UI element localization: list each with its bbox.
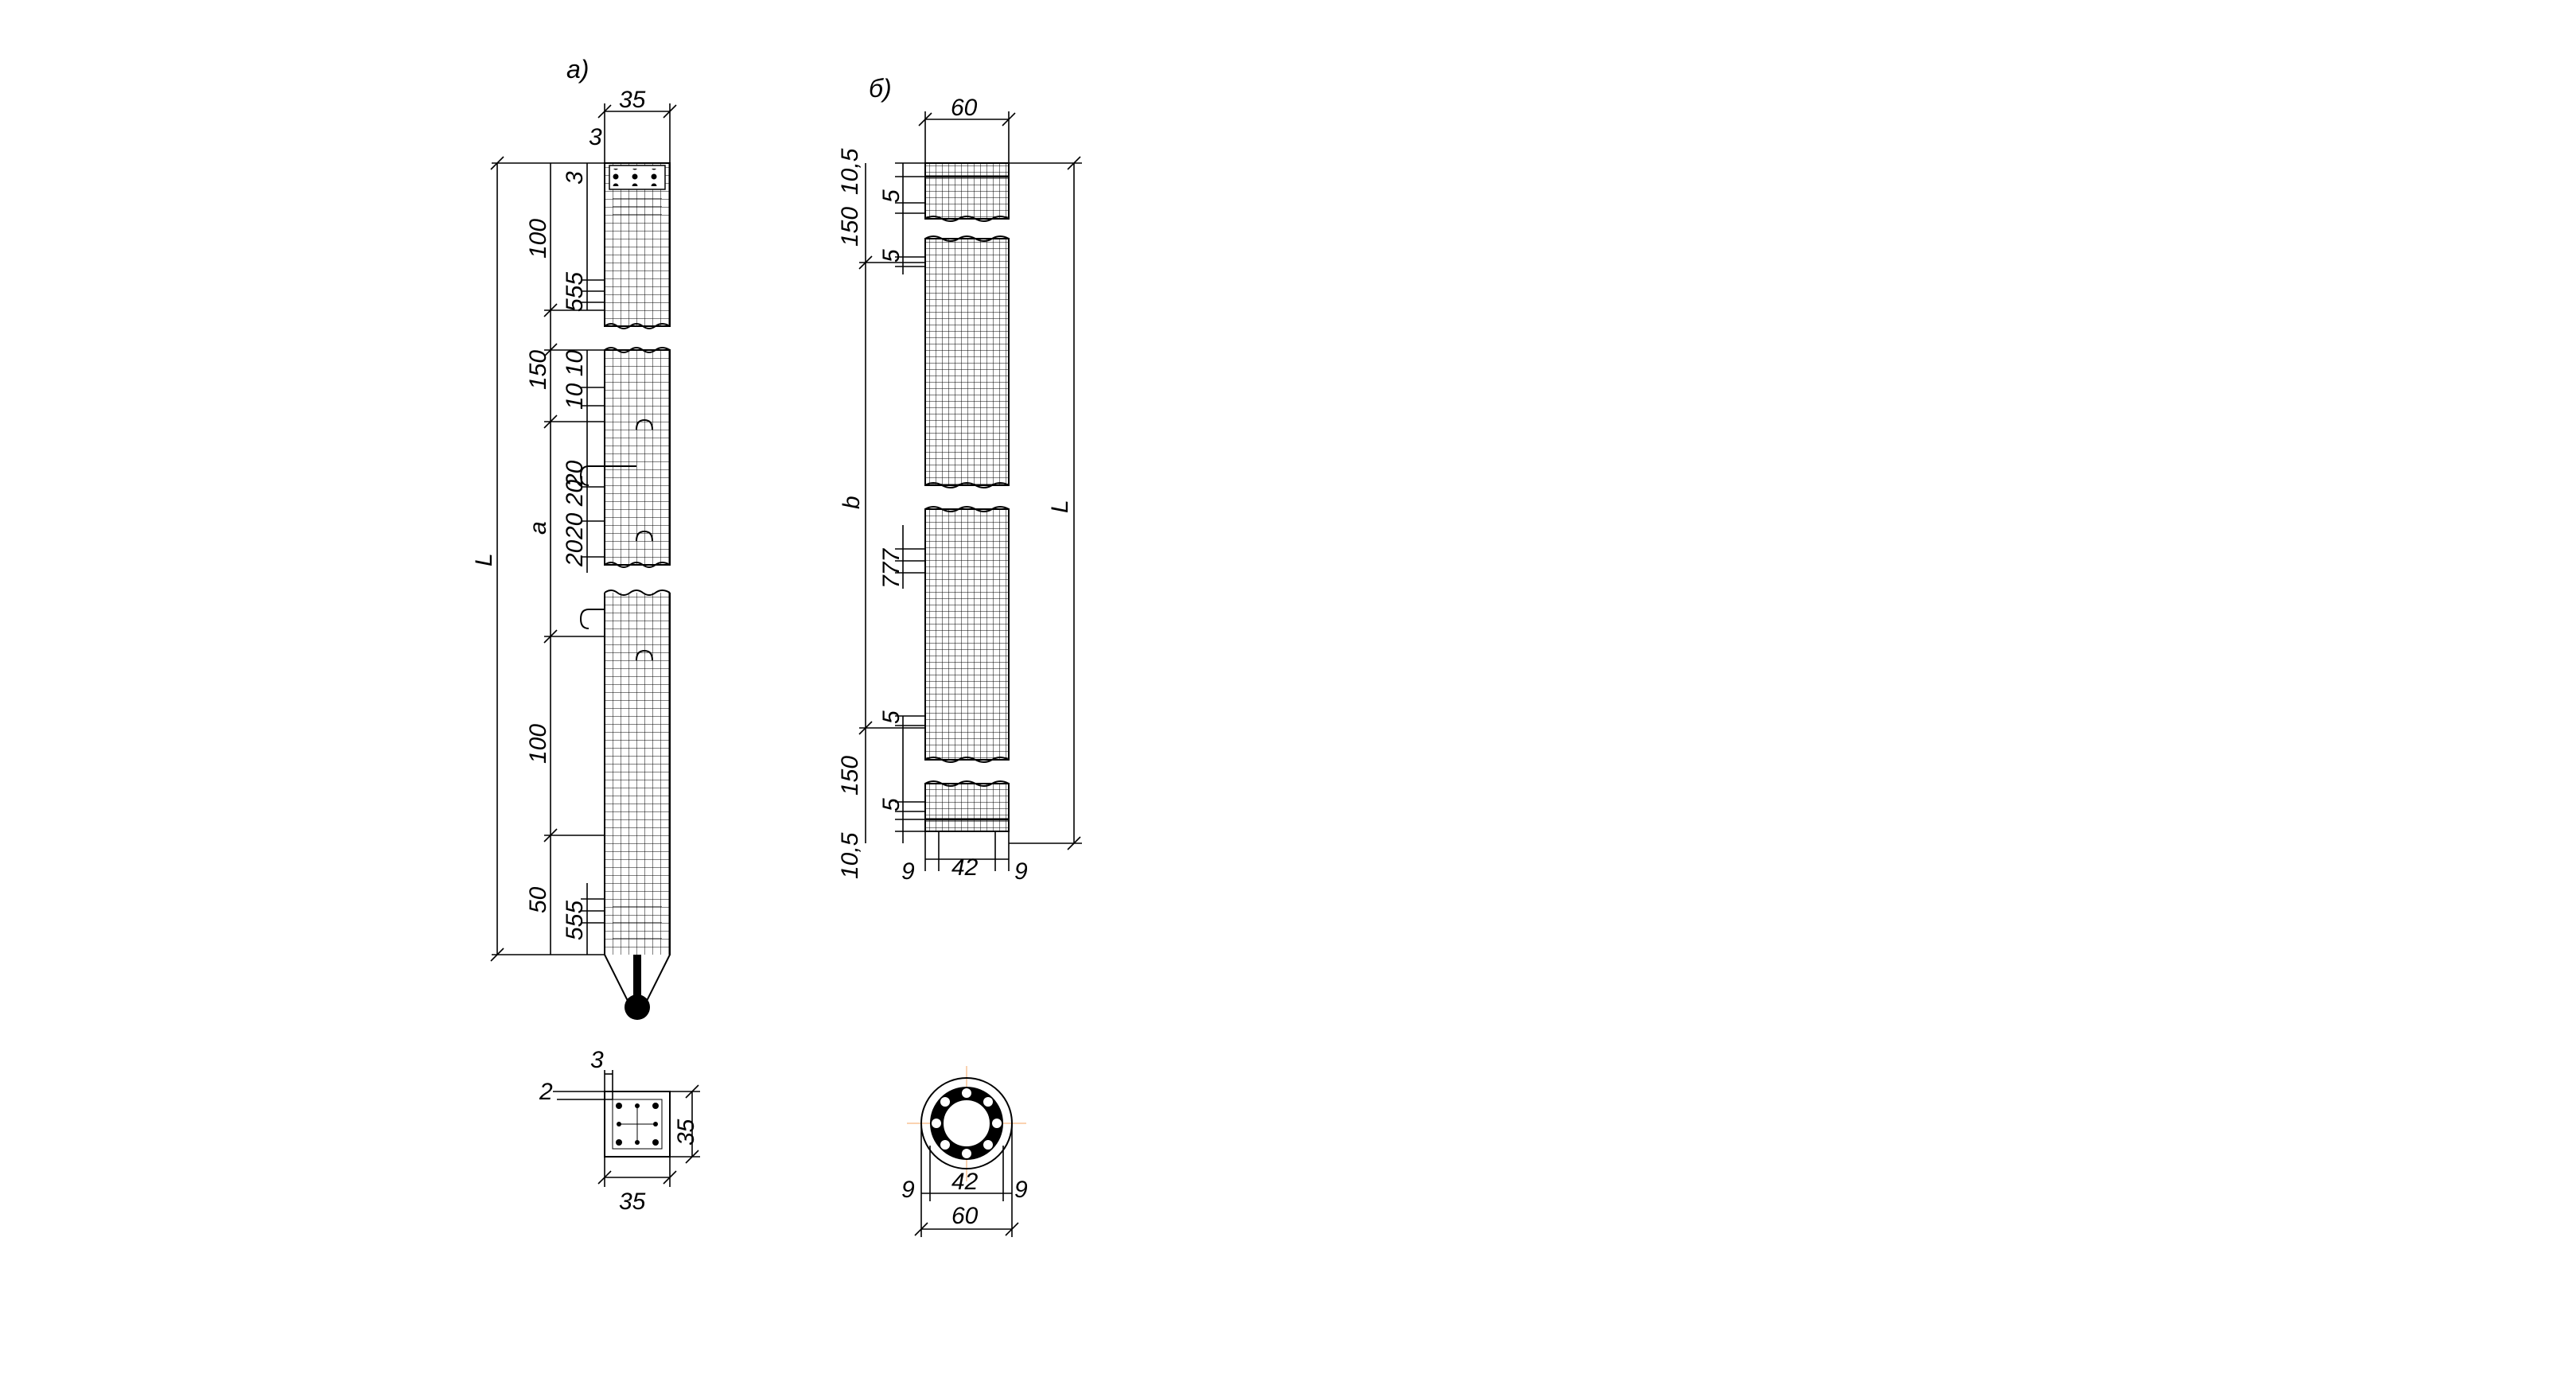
pipe-segment-mid-b <box>924 235 1010 488</box>
dim-2020-a: 20 20 <box>562 480 588 540</box>
pile-segment-top-a <box>604 162 671 329</box>
dim-top-width-a <box>597 103 677 163</box>
dim-9-right-b: 9 <box>1014 858 1028 885</box>
section-a-cover-left: 2 <box>539 1079 553 1105</box>
dim-42-b: 42 <box>951 854 979 881</box>
drawing-b: б) 60 <box>837 74 1082 1237</box>
dim-105-top-b: 10,5 <box>837 148 863 195</box>
pipe-segment-lower-b <box>924 506 1010 763</box>
section-b-outer: 60 <box>951 1203 979 1229</box>
section-b-left: 9 <box>901 1177 915 1203</box>
dim-20-a-last: 20 <box>562 539 588 567</box>
dim-top-width-b <box>918 111 1016 163</box>
dim-20-a-first: 20 <box>562 460 588 488</box>
dim-L-b-line <box>1009 156 1082 850</box>
caption-b: б) <box>869 74 892 103</box>
dim-3-top: 3 <box>589 124 602 150</box>
drawing-a: а) 35 3 <box>471 55 700 1215</box>
dim-105-bot-b: 10,5 <box>837 832 863 879</box>
dim-150-bot-b: 150 <box>837 756 863 796</box>
dim-100-bot-a: 100 <box>525 724 551 764</box>
section-a-height: 35 <box>673 1119 699 1146</box>
pile-segment-bottom-a <box>579 589 671 1020</box>
section-b-right: 9 <box>1014 1177 1028 1203</box>
dim-L-a: L <box>471 553 497 566</box>
dim-chain-a <box>490 156 605 962</box>
dim-a: a <box>525 521 551 535</box>
dim-3-side-a: 3 <box>562 171 588 185</box>
dim-chain-b <box>858 162 925 843</box>
dim-60-top-b: 60 <box>951 95 978 121</box>
pipe-segment-bottom-b <box>924 780 1010 832</box>
dim-150-top-b: 150 <box>837 207 863 247</box>
dim-35-top: 35 <box>619 87 646 113</box>
pipe-segment-top-b <box>924 162 1010 222</box>
dim-1010-a: 10 10 <box>562 350 588 410</box>
dim-5-b-b: 5 <box>878 249 905 263</box>
section-a-width: 35 <box>619 1189 646 1215</box>
dim-5-d-b: 5 <box>878 798 905 811</box>
caption-a: а) <box>566 55 589 84</box>
dim-L-b: L <box>1047 500 1073 513</box>
section-a-cover-top: 3 <box>590 1047 604 1073</box>
dim-150-a: 150 <box>525 350 551 390</box>
dim-b: b <box>839 496 865 509</box>
dim-5-c-b: 5 <box>878 710 905 724</box>
dim-100-top-a: 100 <box>525 219 551 259</box>
dim-50-a: 50 <box>525 886 551 913</box>
dim-555-top-a: 555 <box>562 272 588 312</box>
section-b-inner: 42 <box>951 1169 979 1195</box>
section-a <box>553 1070 700 1187</box>
section-b <box>907 1066 1026 1237</box>
dim-bottom-b <box>924 831 1010 871</box>
dim-555-bot-a: 555 <box>562 901 588 940</box>
pile-segment-mid-a <box>579 347 671 568</box>
dim-9-left-b: 9 <box>901 858 915 885</box>
dim-777-b: 777 <box>878 548 905 589</box>
dim-5-a-b: 5 <box>878 189 905 203</box>
